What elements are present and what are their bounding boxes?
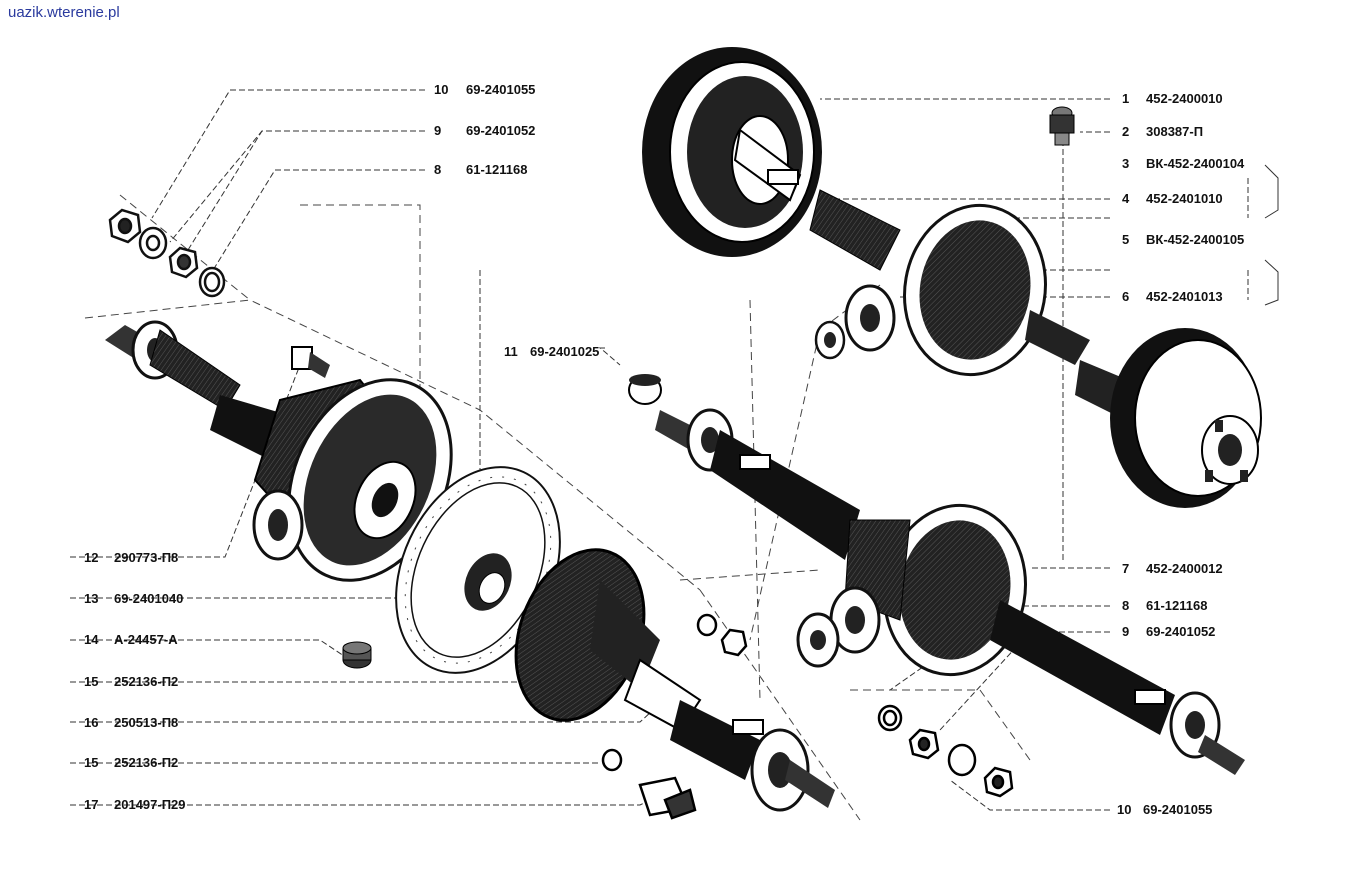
part-code: 452-2400012 [1146,561,1223,576]
callout-number: 8 [1122,598,1130,613]
part-code: 61-121168 [1146,598,1208,613]
callout-right-7: 7 452-2400012 [1122,561,1223,576]
callout-number: 10 [1117,802,1132,817]
callout-left-15a: 15 252136-П2 [84,674,178,689]
left-hardware-upper [108,208,226,298]
callout-right-3: 3 ВК-452-2400104 [1122,156,1244,171]
right-lower-axle [628,374,1245,775]
callout-left-9: 9 69-2401052 [434,123,535,138]
part-code: 69-2401025 [530,344,600,359]
part-code: 452-2401013 [1146,289,1223,304]
part-code: 452-2401010 [1146,191,1223,206]
part-code: А-24457-А [114,632,178,647]
callout-left-15b: 15 252136-П2 [84,755,178,770]
part-code: 201497-П29 [114,797,186,812]
watermark-text: uazik.wterenie.pl [8,4,120,21]
callout-right-1: 1 452-2400010 [1122,91,1223,106]
right-upper-wheel-drum [642,47,822,257]
part-code: 69-2401055 [466,82,536,97]
callout-left-17: 17 201497-П29 [84,797,186,812]
left-axle-assembly [105,320,453,582]
part-code: 252136-П2 [114,674,179,689]
part-code: 69-2401052 [1146,624,1216,639]
part-code: 250513-П8 [114,715,179,730]
callout-right-4: 4 452-2401010 [1122,191,1223,206]
callout-number: 14 [84,632,99,647]
drain-plug [342,641,372,669]
callout-left-12: 12 290773-П8 [84,550,178,565]
right-upper-housing [809,189,1090,377]
right-hardware-lower [877,704,1014,798]
callout-right-10: 10 69-2401055 [1117,802,1212,817]
right-wheel-drum [1075,328,1262,508]
callout-left-16: 16 250513-П8 [84,715,178,730]
leader-lines-left [70,89,676,806]
part-code: 69-2401055 [1143,802,1213,817]
callout-number: 13 [84,591,99,606]
part-code: ВК-452-2400105 [1146,232,1245,247]
callout-number: 15 [84,674,99,689]
callout-right-8: 8 61-121168 [1122,598,1207,613]
callout-left-13: 13 69-2401040 [84,591,183,606]
part-code: 290773-П8 [114,550,179,565]
callout-number: 1 [1122,91,1130,106]
part-code: 452-2400010 [1146,91,1223,106]
bracket-marks [1264,164,1279,306]
callout-number: 17 [84,797,99,812]
callout-number: 8 [434,162,442,177]
callout-right-2: 2 308387-П [1122,124,1203,139]
part-code: 69-2401040 [114,591,184,606]
part-code: ВК-452-2400104 [1146,156,1245,171]
part-code: 308387-П [1146,124,1204,139]
part-code: 252136-П2 [114,755,179,770]
part-code: 61-121168 [466,162,528,177]
callout-number: 9 [1122,624,1130,639]
breather-valve [1049,106,1075,146]
bearing-ring [464,553,512,611]
callout-number: 6 [1122,289,1130,304]
callout-number: 2 [1122,124,1130,139]
callout-number: 4 [1122,191,1130,206]
part-code: 69-2401052 [466,123,536,138]
callout-number: 11 [504,344,518,359]
cover-hardware [601,613,748,820]
left-cover-and-tube [514,548,835,812]
callout-number: 16 [84,715,99,730]
callout-number: 3 [1122,156,1130,171]
callout-left-11: 11 69-2401025 [504,344,599,359]
callout-left-14: 14 А-24457-А [84,632,178,647]
callout-left-8: 8 61-121168 [434,162,527,177]
callout-right-9: 9 69-2401052 [1122,624,1215,639]
callout-number: 5 [1122,232,1130,247]
callout-number: 9 [434,123,442,138]
callout-number: 10 [434,82,449,97]
callout-left-10: 10 69-2401055 [434,82,535,97]
callout-right-6: 6 452-2401013 [1122,289,1223,304]
callout-number: 12 [84,550,99,565]
callout-number: 15 [84,755,99,770]
callout-number: 7 [1122,561,1130,576]
callout-right-5: 5 ВК-452-2400105 [1122,232,1244,247]
